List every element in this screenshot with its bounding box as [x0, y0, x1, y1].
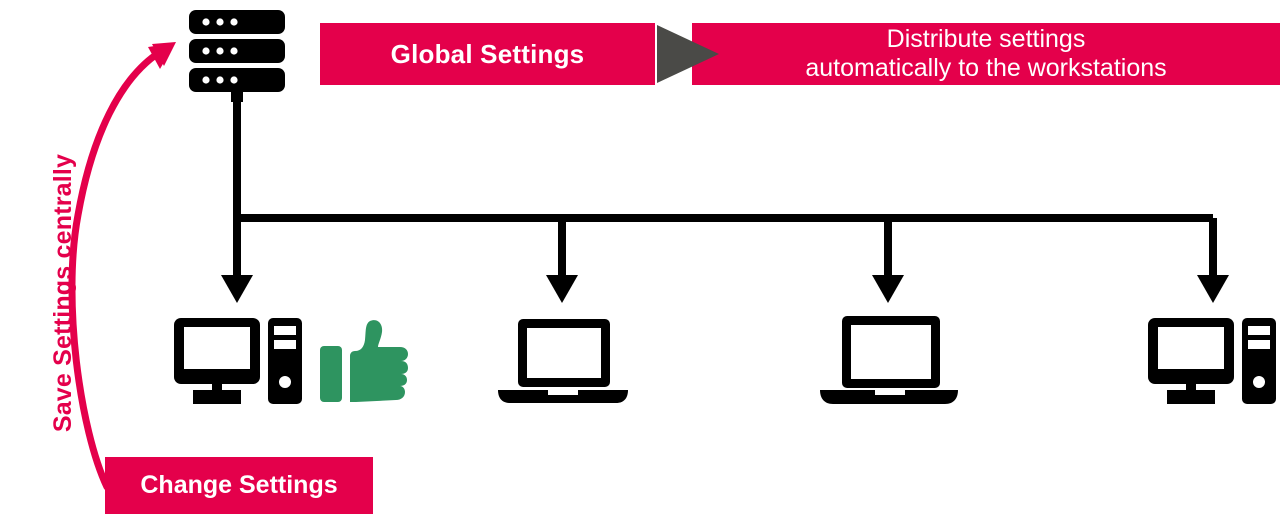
banner-distribute-line1: Distribute settings: [886, 24, 1086, 53]
thumbs-up-icon: [320, 320, 408, 402]
banner-global-settings-label: Global Settings: [390, 38, 585, 69]
server-rack-icon: [189, 10, 285, 102]
banner-distribute-settings: Distribute settings automatically to the…: [692, 23, 1280, 85]
laptop-icon: [820, 316, 958, 404]
triangle-right-icon: [657, 25, 719, 83]
banner-change-settings: Change Settings: [105, 457, 373, 514]
banner-global-settings: Global Settings: [320, 23, 655, 85]
laptop-icon: [498, 319, 628, 403]
banner-change-settings-label: Change Settings: [140, 471, 338, 499]
desktop-computer-icon: [1148, 318, 1276, 404]
banner-distribute-line2: automatically to the workstations: [805, 54, 1167, 82]
desktop-computer-icon: [174, 318, 302, 404]
label-save-settings-centrally: Save Settings centrally: [49, 153, 77, 433]
